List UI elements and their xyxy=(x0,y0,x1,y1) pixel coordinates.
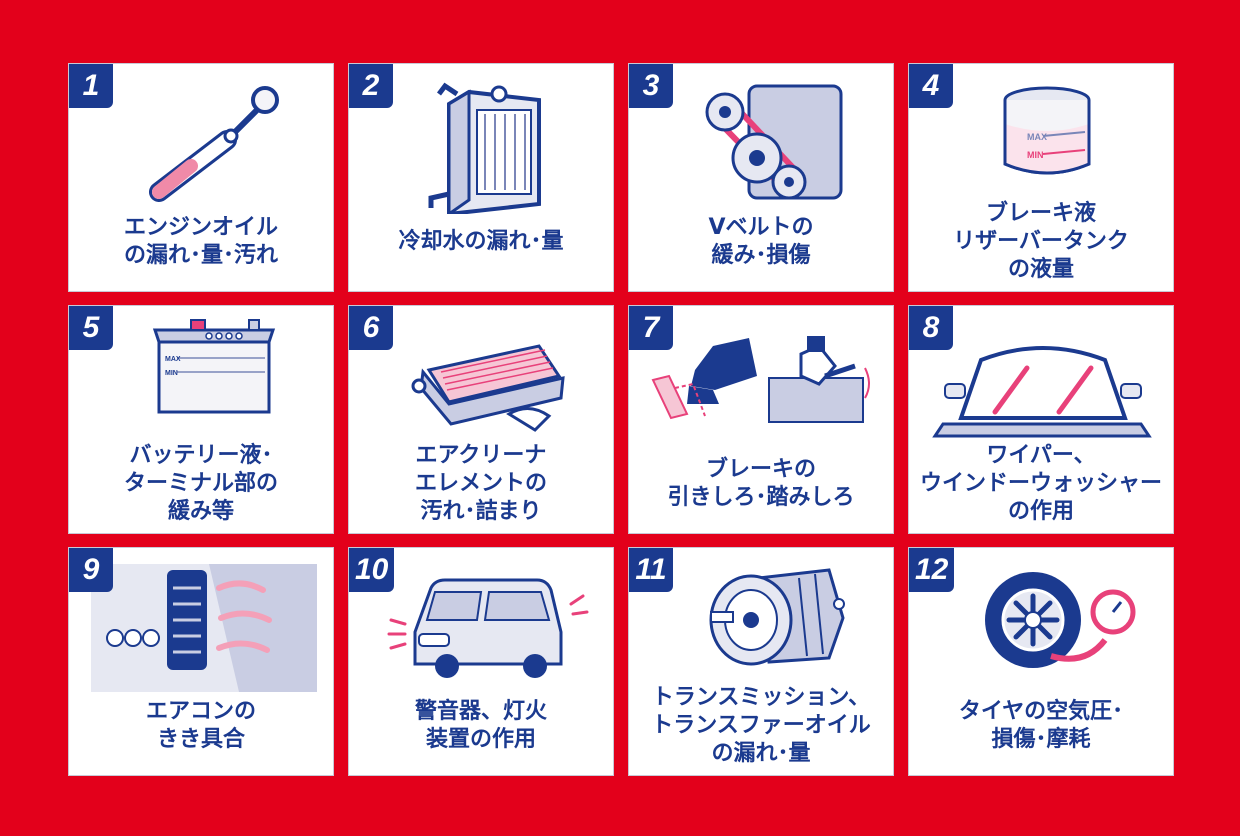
battery-icon: MAX MIN xyxy=(152,319,276,414)
battery-max-label: MAX xyxy=(165,356,181,363)
air-vent-icon xyxy=(91,564,317,692)
radiator-icon xyxy=(428,82,541,214)
item-label: Vベルトの 緩み･損傷 xyxy=(708,215,814,268)
air-filter-icon xyxy=(411,344,565,432)
item-label: エアクリーナ エレメントの 汚れ･詰まり xyxy=(414,443,547,524)
item-number: 1 xyxy=(69,64,113,108)
item-number: 3 xyxy=(629,64,673,108)
item-label: エンジンオイル の漏れ･量･汚れ xyxy=(123,215,278,268)
inspection-card-wiper: 8 ワイパー、 ウインドーウォッシャー の作用 xyxy=(908,305,1174,534)
brake-fluid-tank-icon: MAX MIN xyxy=(1003,86,1091,175)
inspection-card-brake-pedal: 7 ブレーキの 引きしろ･踏みしろ xyxy=(628,305,894,534)
item-number: 2 xyxy=(349,64,393,108)
inspection-card-tire: 12 タイヤの空気圧･ 損傷･摩耗 xyxy=(908,547,1174,776)
tank-max-label: MAX xyxy=(1027,132,1047,142)
wiper-icon xyxy=(932,346,1152,438)
inspection-card-air-conditioner: 9 エアコンの きき具合 xyxy=(68,547,334,776)
item-label: トランスミッション、 トランスファーオイル の漏れ･量 xyxy=(651,685,871,766)
car-lights-icon xyxy=(387,578,589,678)
inspection-card-brake-fluid: MAX MIN 4 ブレーキ液 リザーバータンク の液量 xyxy=(908,63,1174,292)
item-label: ブレーキの 引きしろ･踏みしろ xyxy=(667,457,855,510)
item-label: タイヤの空気圧･ 損傷･摩耗 xyxy=(958,699,1124,752)
item-label: エアコンの きき具合 xyxy=(145,699,256,752)
item-number: 4 xyxy=(909,64,953,108)
item-label: ブレーキ液 リザーバータンク の液量 xyxy=(953,201,1129,282)
item-number: 10 xyxy=(349,548,395,592)
item-number: 7 xyxy=(629,306,673,350)
battery-min-label: MIN xyxy=(165,370,178,377)
inspection-card-battery: MAX MIN 5 バッテリー液･ ターミナル部の 緩み等 xyxy=(68,305,334,534)
item-label: バッテリー液･ ターミナル部の 緩み等 xyxy=(123,443,278,524)
brake-pedal-icon xyxy=(651,336,870,423)
item-number: 9 xyxy=(69,548,113,592)
item-label: ワイパー、 ウインドーウォッシャー の作用 xyxy=(919,443,1162,524)
item-number: 6 xyxy=(349,306,393,350)
inspection-card-transmission: 11 トランスミッション、 トランスファーオイル の漏れ･量 xyxy=(628,547,894,776)
item-number: 8 xyxy=(909,306,953,350)
item-label: 冷却水の漏れ･量 xyxy=(398,229,564,254)
inspection-card-coolant: 2 冷却水の漏れ･量 xyxy=(348,63,614,292)
tire-gauge-icon xyxy=(985,572,1136,668)
inspection-card-horn-lights: 10 警音器、灯火 装置の作用 xyxy=(348,547,614,776)
inspection-card-air-filter: 6 エアクリーナ エレメントの 汚れ･詰まり xyxy=(348,305,614,534)
inspection-grid: 1 エンジンオイル の漏れ･量･汚れ 2 冷却水の漏れ･量 xyxy=(68,63,1176,776)
item-number: 5 xyxy=(69,306,113,350)
transmission-icon xyxy=(709,568,845,666)
item-number: 11 xyxy=(629,548,673,592)
item-number: 12 xyxy=(909,548,955,592)
dipstick-icon xyxy=(149,86,279,202)
item-label: 警音器、灯火 装置の作用 xyxy=(414,699,547,752)
inspection-card-engine-oil: 1 エンジンオイル の漏れ･量･汚れ xyxy=(68,63,334,292)
inspection-card-v-belt: 3 Vベルトの 緩み･損傷 xyxy=(628,63,894,292)
tank-min-label: MIN xyxy=(1027,150,1044,160)
v-belt-icon xyxy=(705,84,843,200)
